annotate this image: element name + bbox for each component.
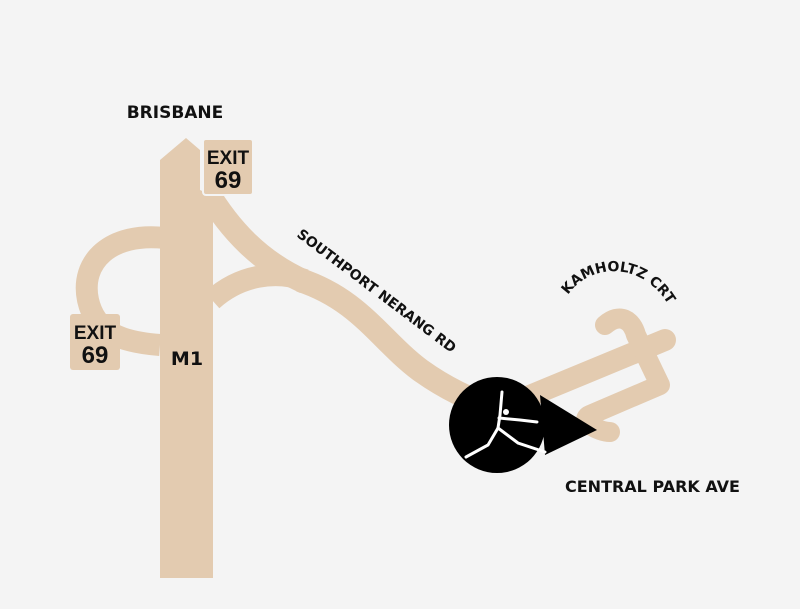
exit-sign-west: EXIT 69 [70, 314, 120, 370]
brisbane-label: BRISBANE [127, 103, 224, 123]
kamholtz-crt-text: KAMHOLTZ CRT [559, 259, 679, 307]
loop-ramp [75, 226, 167, 356]
destination-marker[interactable] [449, 377, 597, 473]
exit-ramp-south [204, 264, 309, 309]
kamholtz-crt-label: KAMHOLTZ CRT [559, 259, 679, 307]
exit-sign-number: 69 [82, 342, 109, 369]
exit-sign-line1: EXIT [74, 323, 117, 344]
central-park-ave-label: CENTRAL PARK AVE [565, 477, 740, 496]
exit-sign-north: EXIT 69 [202, 138, 254, 196]
m1-label: M1 [171, 348, 203, 370]
dancer-icon [464, 390, 547, 459]
m1-motorway [160, 138, 213, 578]
exit-sign-number: 69 [215, 167, 242, 194]
exit-sign-line1: EXIT [207, 148, 250, 169]
kamholtz-crt-road [576, 308, 670, 442]
